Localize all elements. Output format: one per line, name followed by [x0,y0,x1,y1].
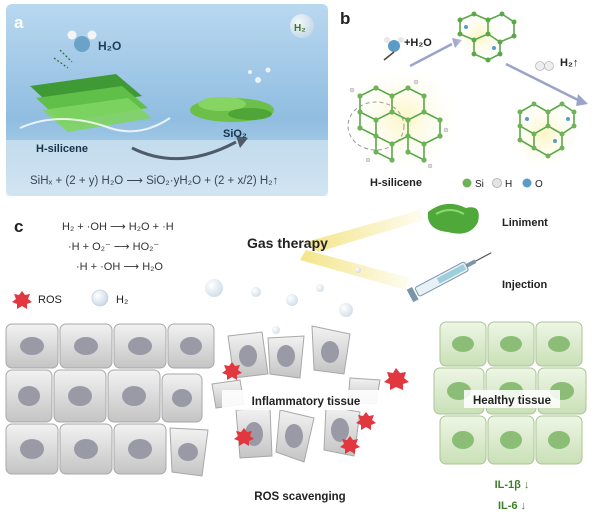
panel-b-h2-release-icon [535,61,554,71]
legend-o-icon [522,178,532,188]
panel-a-water-label: H₂O [98,39,121,53]
panel-b-final-lattice-icon [504,94,584,174]
panel-a: a H₂O H₂ H-silicene [6,4,328,196]
h2-legend-icon [91,289,109,307]
inflammatory-tissue-label: Inflammatory tissue [252,396,361,408]
h2-bubbles-icon [205,267,361,343]
h-silicene-sheet-icon [19,74,171,133]
panel-b-legend: Si H O [462,178,543,190]
ros-legend-icon [12,291,32,309]
liniment-label: Liniment [502,217,548,229]
reaction-3: ·H + ·OH ⟶ H₂O [76,261,163,273]
legend-h-label: H [505,179,512,190]
panel-b-water-label: +H₂O [404,37,432,49]
water-molecule-icon [53,30,97,69]
h2-legend-label: H₂ [116,294,128,306]
reaction-1: H₂ + ·OH ⟶ H₂O + ·H [62,221,174,233]
panel-b-h2-label: H₂↑ [560,57,578,69]
legend-si-icon [462,178,472,188]
il1b-marker: IL-1β ↓ [495,479,530,491]
il6-marker: IL-6 ↓ [498,500,526,512]
liniment-icon [427,203,479,234]
injection-label: Injection [502,279,548,291]
panel-a-h2-label: H₂ [294,23,306,34]
gas-therapy-label: Gas therapy [247,235,328,251]
panel-b-letter: b [340,9,350,28]
legend-o-label: O [535,179,543,190]
panel-b-hsilicene-lattice-icon [346,60,462,176]
panel-b-arrow-down-icon [505,62,579,102]
panel-b-hsilicene-label: H-silicene [370,177,422,189]
h2-bubble-icon [290,14,314,38]
legend-si-label: Si [475,179,484,190]
ros-stars-icon [222,362,409,454]
legend-h-icon [492,178,502,188]
ros-legend-label: ROS [38,294,62,306]
reaction-arrow-icon [131,140,237,161]
sio2-flakes-icon [190,67,274,122]
panel-b-oxidized-lattice-icon [452,8,517,64]
syringe-icon [406,252,492,303]
panel-a-hsilicene-label: H-silicene [36,143,88,155]
panel-b-water-icon [383,37,404,61]
healthy-tissue-label: Healthy tissue [473,395,551,407]
panel-a-equation: SiHₓ + (2 + y) H₂O ⟶ SiO₂·yH₂O + (2 + x/… [30,175,278,187]
panel-a-sio2-label: SiO₂ [223,128,247,140]
panel-c-letter: c [14,217,23,236]
panel-b: b +H₂O H₂↑ [340,8,588,190]
panel-c: c H₂ + ·OH ⟶ H₂O + ·H ·H + O₂⁻ ⟶ HO₂⁻ ·H… [5,203,587,512]
panel-a-letter: a [14,13,24,32]
beam-to-liniment-icon [306,210,424,252]
reaction-2: ·H + O₂⁻ ⟶ HO₂⁻ [68,241,159,253]
ros-scavenging-label: ROS scavenging [254,491,345,503]
